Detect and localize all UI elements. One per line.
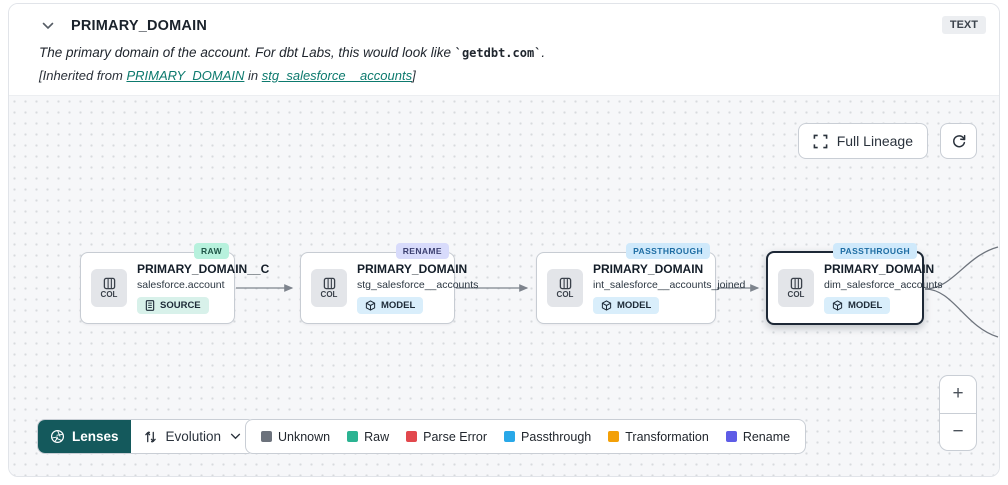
legend-swatch xyxy=(261,431,272,442)
legend-item-unknown: Unknown xyxy=(261,430,330,444)
node-title: PRIMARY_DOMAIN__C xyxy=(137,262,270,276)
column-icon xyxy=(103,277,115,289)
legend-swatch xyxy=(725,431,737,442)
source-icon xyxy=(145,300,155,311)
legend-item-rename: Rename xyxy=(725,430,790,444)
zoom-out-button[interactable]: − xyxy=(940,414,976,451)
divider xyxy=(940,412,976,414)
model-icon xyxy=(601,300,612,311)
resource-type-tag: SOURCE xyxy=(137,297,209,314)
column-type-badge: TEXT xyxy=(941,16,986,34)
full-lineage-button[interactable]: Full Lineage xyxy=(797,123,928,159)
legend-item-passthrough: Passthrough xyxy=(504,430,591,444)
resource-type-tag: MODEL xyxy=(357,297,424,314)
column-chip: COL xyxy=(311,269,347,307)
column-icon xyxy=(559,277,571,289)
refresh-button[interactable] xyxy=(940,123,977,159)
evolution-legend: Unknown Raw Parse Error Passthrough Tran… xyxy=(245,419,807,454)
node-subtitle: salesforce.account xyxy=(137,279,225,291)
node-subtitle: dim_salesforce_accounts xyxy=(824,279,943,291)
node-title: PRIMARY_DOMAIN xyxy=(593,262,704,276)
inherited-from-line: [Inherited from PRIMARY_DOMAIN in stg_sa… xyxy=(39,68,416,83)
column-lineage-panel: PRIMARY_DOMAIN TEXT The primary domain o… xyxy=(8,3,1000,477)
lineage-node-source[interactable]: RAW COL PRIMARY_DOMAIN__C salesforce.acc… xyxy=(80,243,269,324)
resource-type-tag: MODEL xyxy=(824,297,891,314)
lineage-node-intermediate[interactable]: PASSTHROUGH COL PRIMARY_DOMAIN int_sales… xyxy=(536,243,745,324)
evolution-badge: RENAME xyxy=(395,243,449,259)
node-title: PRIMARY_DOMAIN xyxy=(824,262,935,276)
column-chip: COL xyxy=(547,269,583,307)
node-subtitle: int_salesforce__accounts_joined xyxy=(593,279,746,291)
legend-swatch xyxy=(347,431,359,442)
refresh-icon xyxy=(952,134,965,148)
inherited-model-link[interactable]: stg_salesforce__accounts xyxy=(261,68,413,83)
evolution-badge: RAW xyxy=(193,243,229,259)
lineage-node-staging[interactable]: RENAME COL PRIMARY_DOMAIN stg_salesforce… xyxy=(300,243,478,324)
code-snippet: `getdbt.com` xyxy=(454,46,542,60)
column-chip: COL xyxy=(91,269,127,307)
evolution-badge: PASSTHROUGH xyxy=(626,243,710,259)
lens-selected-value: Evolution xyxy=(165,429,222,444)
lenses-control: Lenses Evolution xyxy=(37,419,256,454)
legend-swatch xyxy=(406,431,418,442)
evolution-icon xyxy=(144,431,156,442)
legend-item-transformation: Transformation xyxy=(608,430,709,444)
collapse-chevron-icon[interactable] xyxy=(39,17,57,35)
model-icon xyxy=(832,300,843,311)
inherited-column-link[interactable]: PRIMARY_DOMAIN xyxy=(126,68,245,83)
chevron-down-icon xyxy=(230,433,241,440)
evolution-badge: PASSTHROUGH xyxy=(833,243,917,259)
lenses-button[interactable]: Lenses xyxy=(38,420,131,453)
model-icon xyxy=(365,300,376,311)
lens-dropdown[interactable]: Evolution xyxy=(130,420,255,453)
lens-aperture-icon xyxy=(50,429,65,444)
resource-type-tag: MODEL xyxy=(593,297,660,314)
lineage-node-dim-selected[interactable]: PASSTHROUGH COL PRIMARY_DOMAIN dim_sales… xyxy=(766,243,942,325)
column-chip: COL xyxy=(778,269,814,307)
node-subtitle: stg_salesforce__accounts xyxy=(357,279,479,291)
column-description: The primary domain of the account. For d… xyxy=(39,45,546,60)
page-title: PRIMARY_DOMAIN xyxy=(71,18,207,34)
legend-swatch xyxy=(608,431,620,442)
legend-item-parse-error: Parse Error xyxy=(406,430,487,444)
column-icon xyxy=(790,277,802,289)
zoom-controls: + − xyxy=(939,375,977,451)
column-icon xyxy=(323,277,335,289)
zoom-in-button[interactable]: + xyxy=(940,376,976,413)
column-header: PRIMARY_DOMAIN TEXT The primary domain o… xyxy=(9,4,999,95)
node-title: PRIMARY_DOMAIN xyxy=(357,262,468,276)
lineage-canvas[interactable]: RAW COL PRIMARY_DOMAIN__C salesforce.acc… xyxy=(9,95,999,476)
legend-item-raw: Raw xyxy=(347,430,389,444)
legend-swatch xyxy=(504,431,516,442)
fullscreen-icon xyxy=(813,134,828,148)
